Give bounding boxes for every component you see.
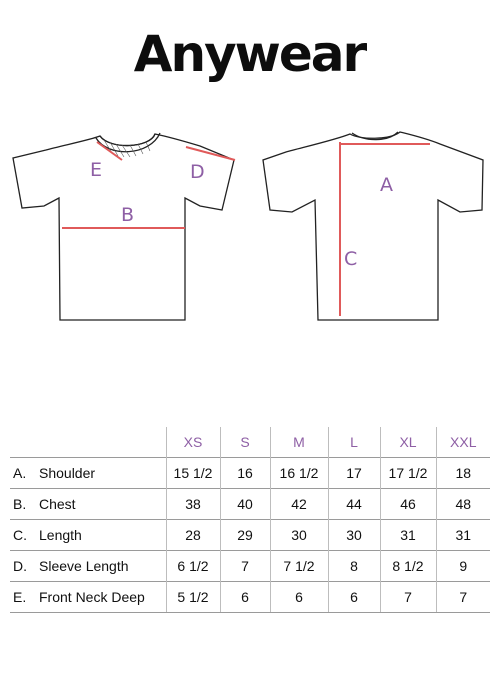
size-header: XXL [435, 427, 490, 458]
label-c: C [344, 248, 357, 270]
label-a: A [380, 174, 393, 196]
label-d: D [190, 161, 205, 183]
size-header-row: XS S M L XL XXL [10, 427, 490, 458]
table-cell: 9 [435, 550, 490, 582]
table-row: C.Length 28 29 30 30 31 31 [10, 519, 490, 551]
size-header: S [219, 427, 270, 458]
size-header: XS [165, 427, 220, 458]
table-cell: 28 [165, 519, 220, 551]
table-cell: 29 [219, 519, 270, 551]
table-cell: 8 [327, 550, 380, 582]
size-header: L [327, 427, 380, 458]
table-cell: 42 [269, 488, 328, 520]
row-label: C.Length [10, 519, 166, 551]
table-cell: 30 [269, 519, 328, 551]
table-row: B.Chest 38 40 42 44 46 48 [10, 488, 490, 520]
table-cell: 5 1/2 [165, 581, 220, 613]
table-cell: 16 [219, 457, 270, 489]
table-cell: 31 [435, 519, 490, 551]
table-cell: 6 [269, 581, 328, 613]
row-label: B.Chest [10, 488, 166, 520]
label-b: B [121, 204, 134, 226]
row-label: E.Front Neck Deep [10, 581, 166, 613]
size-chart-table: XS S M L XL XXL A.Shoulder 15 1/2 16 16 … [10, 427, 490, 613]
table-cell: 7 [379, 581, 436, 613]
table-cell: 6 [327, 581, 380, 613]
table-cell: 6 [219, 581, 270, 613]
table-cell: 15 1/2 [165, 457, 220, 489]
row-label: D.Sleeve Length [10, 550, 166, 582]
table-cell: 46 [379, 488, 436, 520]
back-measure-lines [339, 142, 430, 316]
size-header: M [269, 427, 328, 458]
table-row: D.Sleeve Length 6 1/2 7 7 1/2 8 8 1/2 9 [10, 550, 490, 582]
table-cell: 7 [435, 581, 490, 613]
table-row: E.Front Neck Deep 5 1/2 6 6 6 7 7 [10, 581, 490, 613]
tshirt-diagram: E D B A C [12, 131, 484, 321]
table-cell: 6 1/2 [165, 550, 220, 582]
table-cell: 8 1/2 [379, 550, 436, 582]
table-cell: 31 [379, 519, 436, 551]
label-e: E [90, 159, 102, 181]
table-cell: 48 [435, 488, 490, 520]
table-cell: 30 [327, 519, 380, 551]
back-tshirt [262, 131, 484, 321]
table-cell: 38 [165, 488, 220, 520]
table-row: A.Shoulder 15 1/2 16 16 1/2 17 17 1/2 18 [10, 457, 490, 489]
size-header: XL [379, 427, 436, 458]
table-cell: 16 1/2 [269, 457, 328, 489]
table-cell: 7 1/2 [269, 550, 328, 582]
front-measure-lines [62, 141, 236, 229]
brand-logo: Anywear [133, 25, 367, 83]
table-cell: 17 1/2 [379, 457, 436, 489]
table-cell: 44 [327, 488, 380, 520]
table-cell: 17 [327, 457, 380, 489]
table-cell: 40 [219, 488, 270, 520]
header-blank [10, 427, 166, 458]
table-cell: 7 [219, 550, 270, 582]
row-label: A.Shoulder [10, 457, 166, 489]
table-cell: 18 [435, 457, 490, 489]
